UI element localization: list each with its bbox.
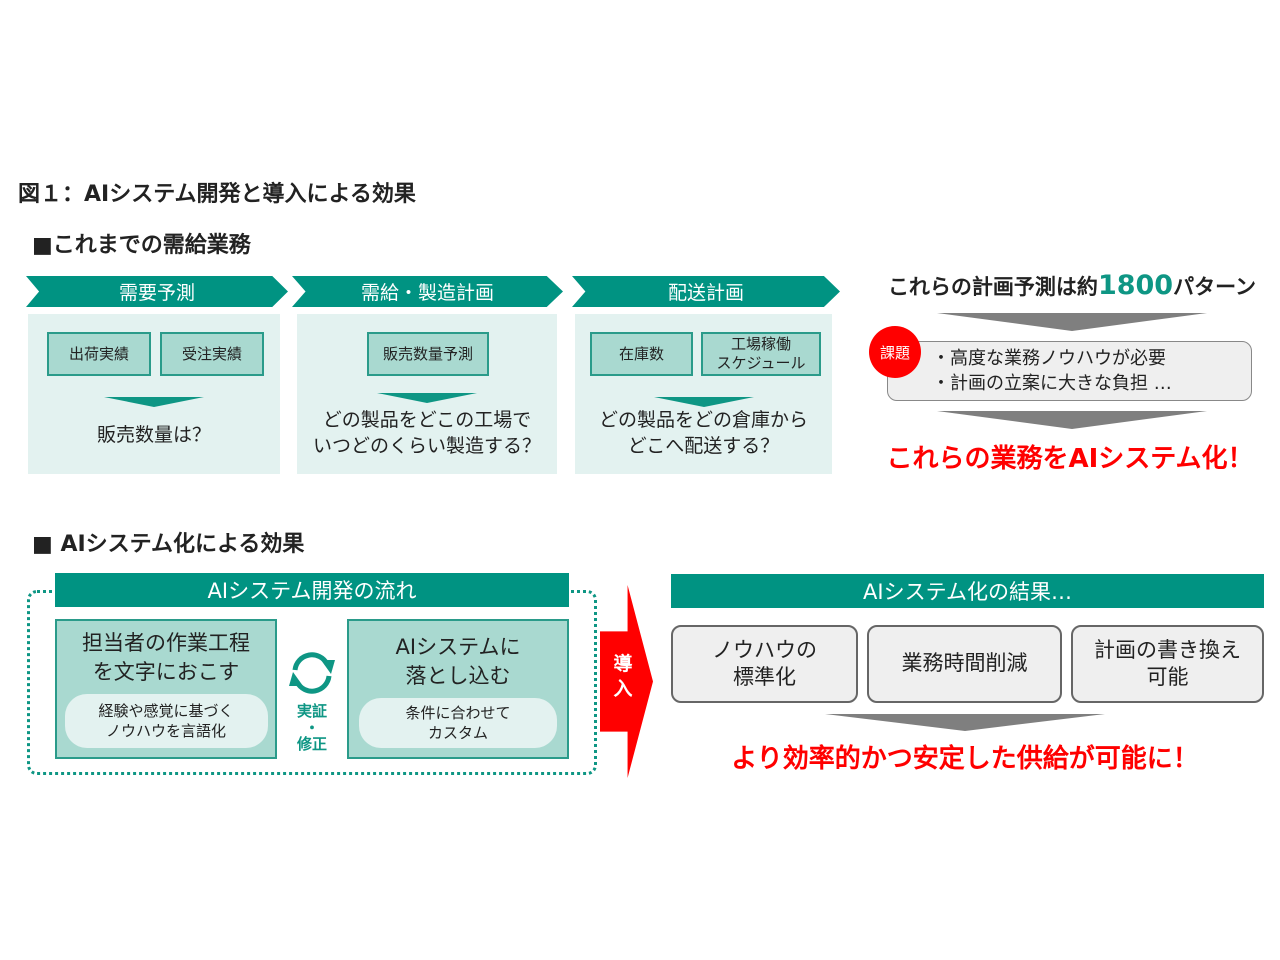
step-title: AIシステムに 落とし込む: [395, 635, 521, 689]
down-arrow-icon: [104, 397, 204, 407]
down-arrow-icon: [825, 714, 1105, 731]
summary-prefix: これらの計画予測は約: [887, 275, 1098, 299]
figure-title: 図１：AIシステム開発と導入による効果: [18, 182, 416, 207]
down-arrow-icon: [937, 411, 1207, 429]
summary-suffix: パターン: [1173, 275, 1257, 299]
pattern-count: 1800: [1097, 270, 1174, 301]
cycle-icon: [289, 652, 335, 694]
result-item: 計画の書き換え 可能: [1071, 625, 1264, 703]
input-box: 在庫数: [590, 332, 693, 376]
result-item: ノウハウの 標準化: [671, 625, 858, 703]
input-box: 出荷実績: [47, 332, 151, 376]
column-header-production: 需給・製造計画: [292, 276, 563, 307]
issue-line: ・高度な業務ノウハウが必要: [932, 348, 1166, 369]
issue-badge: 課題: [869, 326, 921, 378]
result-item: 業務時間削減: [867, 625, 1062, 703]
step-detail: 条件に合わせて カスタム: [359, 697, 557, 748]
input-box: 販売数量予測: [367, 332, 489, 376]
question-text: どの製品をどの倉庫から どこへ配送する？: [598, 409, 808, 457]
down-arrow-icon: [377, 393, 477, 403]
section2-conclusion: より効率的かつ安定した供給が可能に！: [731, 744, 1199, 774]
step-title: 担当者の作業工程 を文字におこす: [82, 631, 250, 685]
question-text: 販売数量は？: [96, 424, 211, 446]
input-box: 受注実績: [160, 332, 264, 376]
section1-heading: ■これまでの需給業務: [32, 233, 251, 258]
issue-line: ・計画の立案に大きな負担 …: [932, 373, 1172, 394]
issue-box: ・高度な業務ノウハウが必要 ・計画の立案に大きな負担 …: [887, 341, 1252, 401]
down-arrow-icon: [937, 313, 1207, 331]
flow-step-left: 担当者の作業工程 を文字におこす 経験や感覚に基づく ノウハウを言語化: [55, 619, 277, 759]
pattern-summary: これらの計画予測は約1800パターン: [860, 270, 1280, 301]
down-arrow-icon: [654, 397, 754, 407]
section1-conclusion: これらの業務をAIシステム化！: [886, 444, 1254, 474]
step-detail: 経験や感覚に基づく ノウハウを言語化: [64, 693, 268, 748]
section2-heading: ■ AIシステム化による効果: [32, 532, 305, 557]
column-header-delivery: 配送計画: [572, 276, 840, 307]
flow-header: AIシステム開発の流れ: [55, 573, 569, 607]
input-box: 工場稼働 スケジュール: [701, 332, 821, 376]
results-header: AIシステム化の結果…: [671, 574, 1264, 608]
flow-step-right: AIシステムに 落とし込む 条件に合わせて カスタム: [347, 619, 569, 759]
column-header-demand: 需要予測: [26, 276, 288, 307]
cycle-label: 実証 ・ 修正: [296, 702, 327, 753]
introduce-label: 導 入: [613, 653, 633, 700]
question-text: どの製品をどこの工場で いつどのくらい製造する？: [312, 409, 541, 457]
